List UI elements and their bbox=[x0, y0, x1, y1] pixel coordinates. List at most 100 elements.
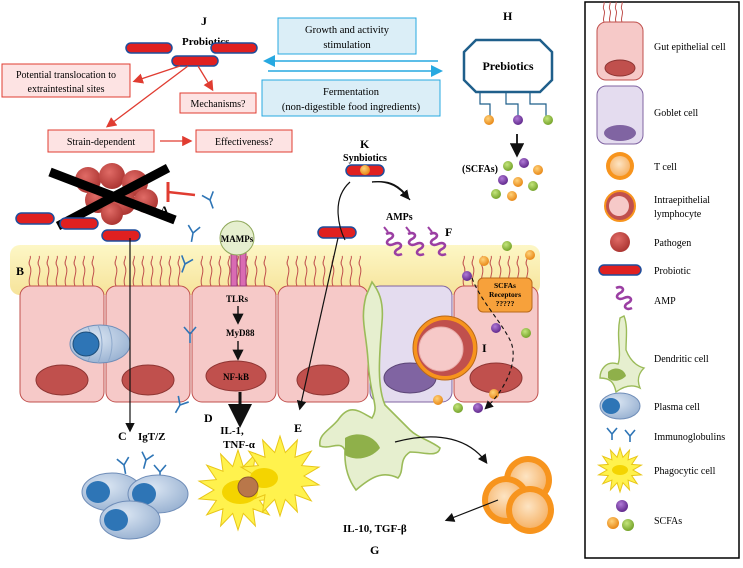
legend-label: Immunoglobulins bbox=[654, 432, 725, 443]
immunoglobulin bbox=[181, 255, 194, 273]
microvillus bbox=[55, 255, 59, 287]
panel-letter-h: H bbox=[503, 9, 513, 23]
cell-nucleus bbox=[121, 364, 175, 396]
synbiotics-title: Synbiotics bbox=[343, 153, 387, 164]
immunoglobulin bbox=[174, 395, 189, 414]
legend-item-t-cell: T cell bbox=[606, 152, 677, 180]
legend-label: Phagocytic cell bbox=[654, 466, 716, 477]
legend-item-scfas: SCFAs bbox=[607, 500, 682, 531]
legend-item-probiotic: Probiotic bbox=[598, 264, 691, 277]
epithelium bbox=[19, 285, 539, 403]
legend-label: Gut epithelial cell bbox=[654, 42, 726, 53]
panel-letter-b: B bbox=[16, 264, 24, 278]
probiotic bbox=[101, 229, 141, 242]
svg-text:stimulation: stimulation bbox=[323, 40, 371, 51]
microvillus bbox=[340, 255, 344, 287]
microvillus bbox=[114, 255, 118, 287]
scfas-label: (SCFAs) bbox=[462, 164, 498, 175]
cross-out-icon bbox=[55, 164, 171, 230]
plasma-cell-icon bbox=[599, 392, 641, 420]
microvillus bbox=[304, 255, 308, 287]
t-cell-icon bbox=[606, 152, 634, 180]
main-diagram: MAMPs TLRs MyD88 NF-kB bbox=[1, 9, 554, 557]
panel-letter-d: D bbox=[204, 411, 213, 425]
cell-nucleus bbox=[469, 362, 523, 394]
amp bbox=[383, 226, 403, 257]
microvillus bbox=[91, 255, 95, 287]
svg-text:extraintestinal sites: extraintestinal sites bbox=[28, 84, 105, 95]
microvillus bbox=[286, 255, 290, 287]
nfkb-label: NF-kB bbox=[223, 372, 249, 382]
amps-label: AMPs bbox=[386, 212, 413, 223]
plasma-cell-cluster bbox=[81, 472, 189, 540]
cell-nucleus bbox=[35, 364, 89, 396]
microvillus bbox=[295, 255, 299, 287]
legend-label: AMP bbox=[654, 296, 676, 307]
il1-label: IL-1, bbox=[220, 425, 244, 437]
amp bbox=[427, 226, 447, 257]
legend-label: lymphocyte bbox=[654, 209, 702, 220]
cell-nucleus bbox=[296, 364, 350, 396]
pathogen-cluster bbox=[48, 163, 177, 230]
microvillus bbox=[46, 255, 50, 287]
scfas-icon bbox=[607, 500, 634, 531]
svg-text:Fermentation: Fermentation bbox=[323, 87, 380, 98]
microvillus bbox=[64, 255, 68, 287]
svg-text:(non-digestible food ingredien: (non-digestible food ingredients) bbox=[282, 102, 421, 113]
legend-label: T cell bbox=[654, 162, 677, 173]
panel-letter-i: I bbox=[482, 341, 487, 355]
intraepithelial-lymphocyte-icon bbox=[604, 190, 636, 222]
scfa-receptors-box: SCFAs Receptors ????? bbox=[477, 277, 533, 313]
legend-item-dendritic-cell: Dendritic cell bbox=[599, 315, 709, 394]
synbiotic bbox=[345, 164, 385, 177]
legend-label: Intraepithelial bbox=[654, 195, 710, 206]
mechanisms-box: Mechanisms? bbox=[179, 92, 257, 114]
svg-text:SCFAs: SCFAs bbox=[494, 281, 516, 290]
igtz-label: IgT/Z bbox=[138, 431, 166, 443]
fermentation-box: Fermentation (non-digestible food ingred… bbox=[261, 79, 441, 117]
probiotic bbox=[171, 55, 219, 67]
plasma-cell bbox=[69, 324, 131, 364]
pathogen-icon bbox=[610, 232, 630, 252]
probiotic bbox=[15, 212, 55, 225]
microvillus bbox=[349, 255, 353, 287]
probiotic bbox=[59, 217, 99, 230]
microvillus bbox=[37, 255, 41, 287]
panel-letter-k: K bbox=[360, 137, 370, 151]
legend-item-pathogen: Pathogen bbox=[610, 232, 691, 252]
probiotic bbox=[125, 42, 173, 54]
microvillus bbox=[227, 255, 231, 287]
gut-epithelial-cell-icon bbox=[596, 1, 644, 81]
prebiotics-title: Prebiotics bbox=[482, 59, 533, 73]
svg-text:Potential translocation to: Potential translocation to bbox=[16, 70, 116, 81]
goblet-cell-icon bbox=[596, 85, 644, 145]
microvillus bbox=[358, 255, 362, 287]
legend-label: Probiotic bbox=[654, 266, 691, 277]
panel-letter-g: G bbox=[370, 543, 379, 557]
microvillus bbox=[200, 255, 204, 287]
immunoglobulins bbox=[116, 191, 214, 481]
legend-item-plasma-cell: Plasma cell bbox=[599, 392, 700, 420]
microvillus bbox=[159, 255, 163, 287]
legend-label: Pathogen bbox=[654, 238, 691, 249]
legend-item-intraepithelial-lymphocyte: Intraepithelial lymphocyte bbox=[604, 190, 710, 222]
legend-item-immunoglobulins: Immunoglobulins bbox=[606, 427, 725, 443]
svg-text:Mechanisms?: Mechanisms? bbox=[191, 99, 247, 110]
legend-label: Plasma cell bbox=[654, 402, 700, 413]
microvillus bbox=[313, 255, 317, 287]
intraepithelial-lymphocyte bbox=[412, 315, 478, 381]
amp-icon bbox=[615, 285, 633, 311]
microvillus bbox=[150, 255, 154, 287]
il10-label: IL-10, TGF-β bbox=[343, 523, 407, 535]
immunoglobulin bbox=[201, 191, 214, 209]
legend-item-phagocytic-cell: Phagocytic cell bbox=[596, 446, 716, 494]
microvillus bbox=[218, 255, 222, 287]
probiotic bbox=[317, 226, 357, 239]
microvillus bbox=[263, 255, 267, 287]
prebiotic-chains bbox=[479, 92, 547, 116]
panel-letter-c: C bbox=[118, 429, 127, 443]
svg-text:Strain-dependent: Strain-dependent bbox=[67, 137, 136, 148]
probiotic bbox=[210, 42, 258, 54]
microvillus bbox=[462, 255, 466, 287]
